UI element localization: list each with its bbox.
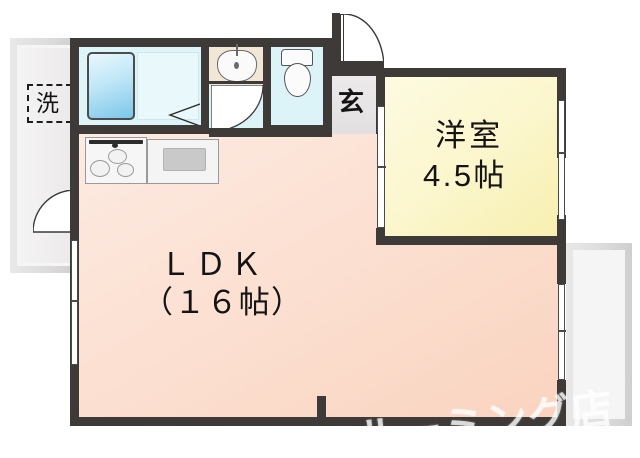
- stove-burner-icon: [117, 163, 134, 177]
- wall-bath-vanity: [201, 38, 209, 125]
- wall-bedroom-left-upper: [376, 68, 385, 106]
- stove-knob-icon: [112, 143, 118, 148]
- wall-bedroom-right-lower: [557, 215, 566, 243]
- toilet-bowl-icon: [284, 63, 311, 97]
- wall-bedroom-left-lower: [376, 228, 385, 245]
- kitchen-sink-bowl-icon: [163, 148, 206, 171]
- stove-burner-icon: [90, 160, 110, 177]
- basin-faucet-icon: [236, 44, 238, 56]
- wall-entry-top: [332, 68, 384, 76]
- wall-entry-door-jamb-left: [332, 13, 340, 69]
- ldk-label-line2: （１６帖）: [142, 285, 304, 320]
- ldk-label-line1: ＬＤＫ: [160, 247, 267, 282]
- wall-ldk-right-upper: [557, 236, 566, 284]
- bedroom-right-window: [558, 100, 565, 220]
- wall-ldk-bottom: [70, 417, 558, 426]
- bedroom-sliding-door-mullion: [378, 166, 386, 168]
- ldk-right-sliding-door[interactable]: [558, 284, 565, 380]
- stove-backguard-icon: [89, 140, 143, 144]
- wall-entry-threshold: [332, 61, 384, 69]
- ldk-right-sliding-door-mullion: [559, 330, 566, 332]
- bedroom-right-window-mullion: [559, 152, 566, 154]
- entrance-label: 玄: [338, 87, 366, 117]
- wall-bath-bottom: [70, 125, 209, 134]
- wall-vanity-wc: [263, 38, 271, 132]
- wall-wc-right: [323, 38, 332, 137]
- entry-door-swing-icon: [344, 14, 384, 68]
- bath-folding-door-icon: [168, 102, 200, 128]
- bedroom-label-line1: 洋室: [435, 118, 504, 153]
- stove-burner-icon: [108, 149, 127, 164]
- bedroom-room: [384, 76, 558, 236]
- ldk-left-window-mullion: [72, 300, 79, 302]
- vanity-door-swing-icon: [211, 85, 263, 131]
- basin-drain-icon: [234, 62, 239, 69]
- ldk-left-window: [71, 240, 78, 365]
- entrance-area: [332, 75, 376, 137]
- vanity-counter-edge: [209, 81, 265, 84]
- bathtub-icon: [87, 52, 135, 120]
- wall-ldk-top-right: [209, 128, 332, 137]
- bedroom-label-line2: 4.5帖: [423, 158, 508, 193]
- right-balcony-inner: [573, 250, 625, 419]
- wall-bedroom-bottom: [376, 236, 566, 245]
- wall-ldk-right-lower: [557, 380, 566, 426]
- washer-label: 洗: [36, 90, 61, 116]
- corridor-door-swing-icon: [33, 190, 75, 234]
- wall-bedroom-top: [376, 68, 566, 77]
- wall-top-wet-block: [70, 38, 330, 47]
- wall-ldk-bottom-stub: [317, 396, 326, 418]
